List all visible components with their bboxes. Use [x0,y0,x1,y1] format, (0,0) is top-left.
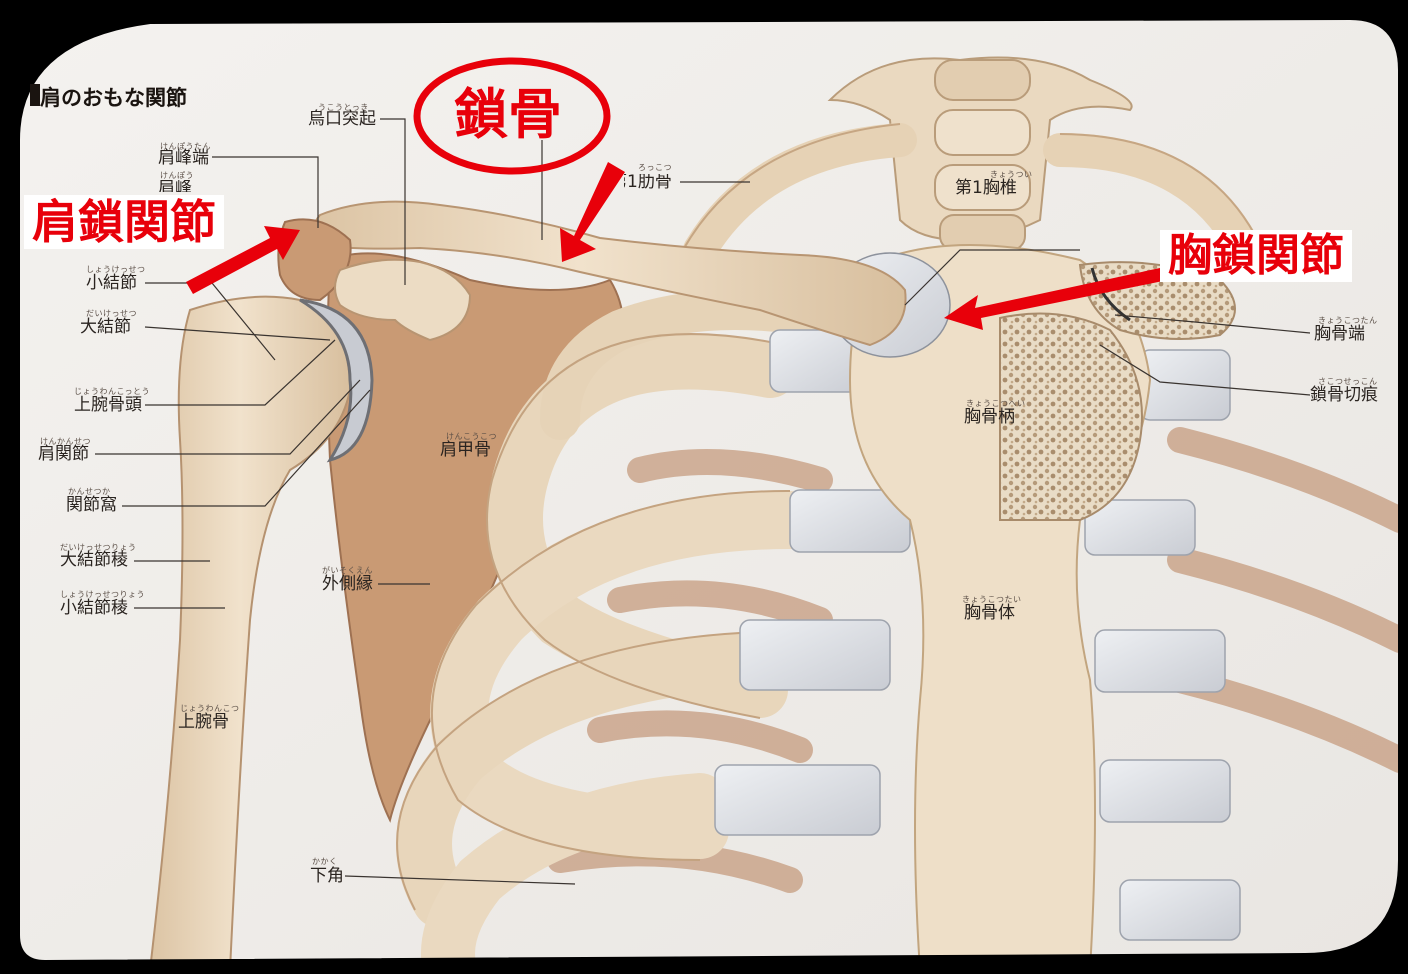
shoulder-joint-label: 肩関節 [38,446,89,463]
lateral-border-label: 外側縁 [322,576,373,593]
first-thoracic-label: 第1胸椎 [955,180,1017,197]
humerus-label: 上腕骨 [178,714,229,731]
first-rib-ruby: ろっこつ [638,164,672,172]
greater-crest-label: 大結節稜 [60,552,128,569]
acromion-end-label: 肩峰端 [158,150,209,167]
acromion-ruby: けんぽう [160,172,194,180]
sternal-end-label: 胸骨端 [1314,326,1365,343]
greater-tubercle-label: 大結節 [80,319,131,336]
lesser-crest-label: 小結節稜 [60,600,128,617]
scapula-label: 肩甲骨 [440,442,491,459]
clavicle-callout: 鎖骨 [448,86,568,144]
inferior-angle-ruby: かかく [312,858,338,866]
clavicular-notch-label: 鎖骨切痕 [1310,387,1378,404]
figure-title: 肩のおもな関節 [40,82,187,112]
inferior-angle-label: 下角 [310,868,344,885]
sternum-body-label: 胸骨体 [964,605,1015,622]
humeral-head-label: 上腕骨頭 [74,397,142,414]
title-bullet [30,84,40,106]
manubrium-label: 胸骨柄 [964,409,1015,426]
glenoid-label: 関節窩 [66,497,117,514]
acromion-label: 肩峰 [158,180,192,192]
coracoid-label: 烏口突起 [308,111,376,128]
acromioclavicular-callout: 肩鎖関節 [24,195,224,249]
lesser-tubercle-label: 小結節 [86,275,137,292]
sternoclavicular-callout: 胸鎖関節 [1160,230,1352,282]
